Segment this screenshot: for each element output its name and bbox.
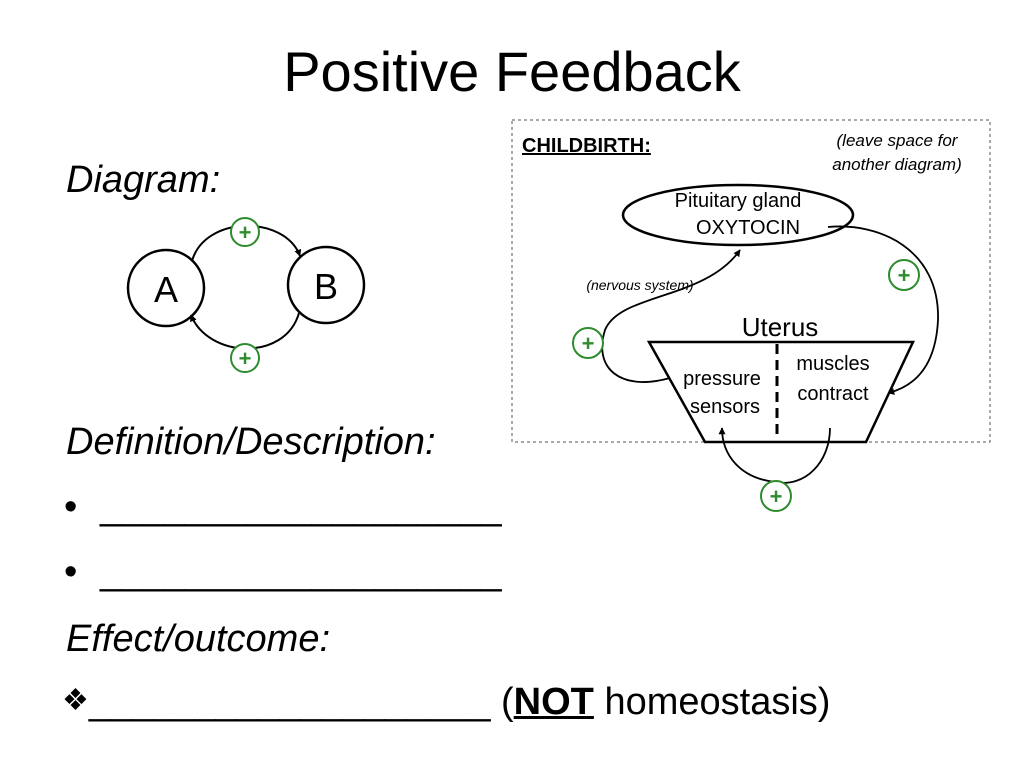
slide-title: Positive Feedback: [283, 40, 741, 103]
bullet-item: • ___________________: [64, 485, 502, 529]
plus-sign: +: [239, 346, 252, 371]
effect-heading: Effect/outcome:: [66, 618, 331, 660]
plus-circle-icon: +: [230, 343, 260, 373]
pressure-label: pressure: [683, 368, 761, 390]
uterus-label: Uterus: [742, 312, 819, 342]
blank-line: ___________________: [100, 486, 502, 528]
ab-feedback-loop: A B + +: [126, 217, 366, 373]
note-line-1: (leave space for: [837, 131, 959, 150]
uterus-shape: [646, 340, 915, 444]
pituitary-ellipse: [621, 183, 855, 247]
plus-sign: +: [770, 484, 783, 509]
muscles-label: muscles: [796, 353, 869, 375]
plus-sign: +: [898, 263, 911, 288]
childbirth-heading: CHILDBIRTH:: [522, 135, 651, 157]
blank-line: ___________________: [100, 551, 502, 593]
node-a-circle: [126, 248, 206, 328]
plus-circle-icon: +: [760, 480, 792, 512]
plus-circle-icon: +: [572, 327, 604, 359]
oxytocin-label: OXYTOCIN: [696, 217, 800, 239]
nervous-system-label: (nervous system): [586, 277, 693, 293]
bullet-marker: •: [64, 551, 78, 593]
note-line-2: another diagram): [832, 155, 961, 174]
pituitary-label: Pituitary gland: [675, 190, 802, 212]
node-a-label: A: [154, 269, 178, 310]
definition-heading: Definition/Description:: [66, 421, 436, 463]
diamond-bullet-icon: ❖: [62, 684, 89, 717]
childbirth-diagram: CHILDBIRTH: (leave space for another dia…: [511, 119, 991, 512]
blank-line: ___________________: [88, 681, 491, 723]
diagram-heading: Diagram:: [66, 159, 221, 201]
plus-circle-icon: +: [888, 259, 920, 291]
plus-sign: +: [239, 220, 252, 245]
sensors-label: sensors: [690, 396, 760, 418]
effect-line: ❖___________________ (NOT homeostasis): [62, 677, 830, 726]
contract-label: contract: [797, 383, 869, 405]
arrow-oxytocin-to-muscles: [827, 225, 939, 395]
plus-sign: +: [582, 331, 595, 356]
homeostasis-text: homeostasis): [593, 681, 831, 723]
plus-circle-icon: +: [230, 217, 260, 247]
open-paren: (: [490, 681, 514, 723]
node-b-label: B: [314, 266, 338, 307]
bullet-item: • ___________________: [64, 550, 502, 594]
not-emphasis: NOT: [513, 681, 594, 723]
arrow-sensors-to-pituitary: [601, 249, 741, 383]
bullet-marker: •: [64, 486, 78, 528]
node-b-circle: [286, 245, 366, 325]
